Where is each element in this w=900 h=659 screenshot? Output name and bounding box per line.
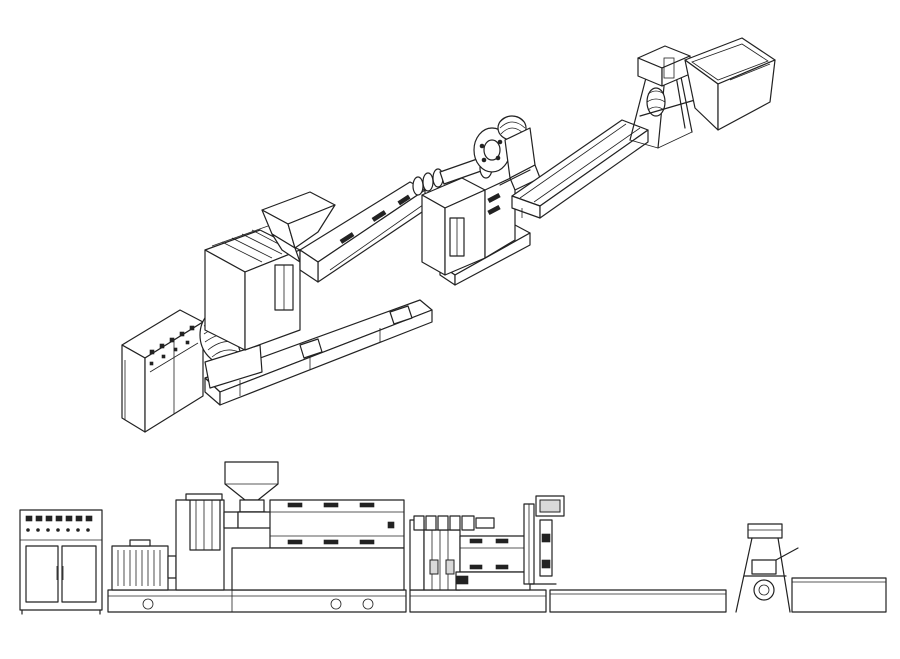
iso-feed-hopper xyxy=(261,191,336,263)
side-second-stage-extruder xyxy=(409,519,531,591)
side-drive-motor xyxy=(111,539,177,591)
side-base-frame xyxy=(107,589,407,613)
iso-collection-bin xyxy=(684,37,776,131)
iso-second-stage-extruder xyxy=(421,175,516,276)
iso-pelletizing-die-head xyxy=(473,115,541,191)
iso-pelletizer xyxy=(629,45,696,149)
iso-water-cooling-tank xyxy=(511,119,649,219)
iso-extruder-barrel xyxy=(299,181,431,283)
side-gearbox xyxy=(175,493,239,591)
side-pelletizer xyxy=(735,523,799,613)
side-die-head xyxy=(523,495,565,585)
iso-control-cabinet xyxy=(121,309,204,433)
side-screen-changer xyxy=(413,515,495,531)
side-extruder-barrel xyxy=(231,499,405,591)
side-control-cabinet xyxy=(19,509,103,615)
iso-screen-changer xyxy=(412,157,493,196)
side-second-base xyxy=(409,589,547,613)
side-collection-bin xyxy=(791,577,887,613)
side-water-cooling-tank xyxy=(549,589,727,613)
